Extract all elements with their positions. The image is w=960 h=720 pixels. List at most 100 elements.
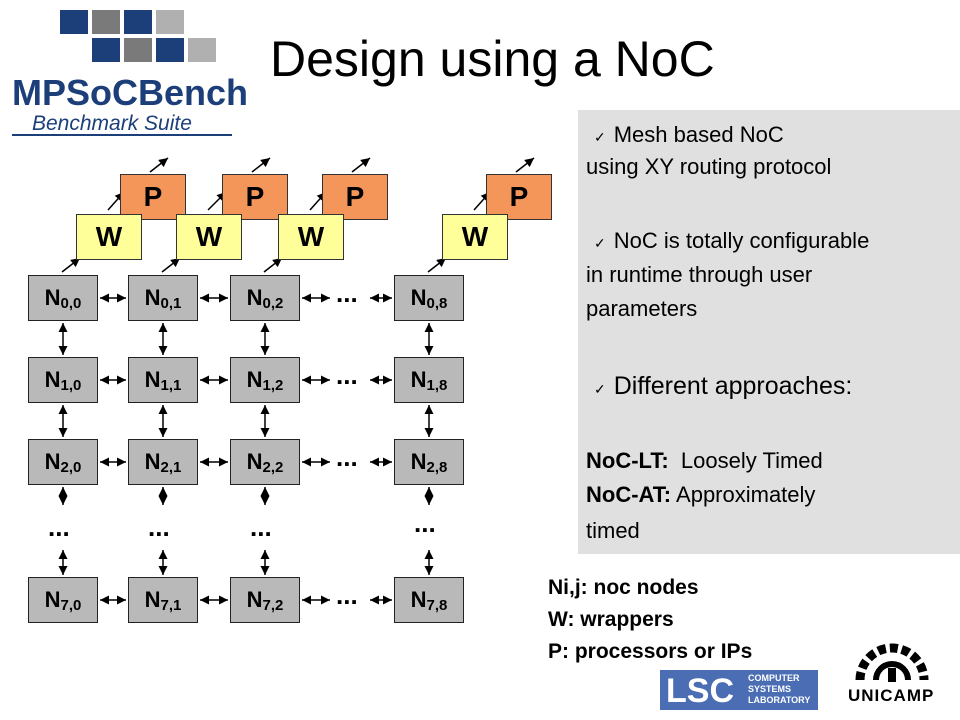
legend-nodes: Ni,j: noc nodes [548, 576, 699, 599]
row-ellipsis: ... [336, 442, 358, 472]
logo-square [156, 10, 184, 34]
noc-node-index: 7,1 [160, 596, 182, 614]
wrapper-box: W [442, 214, 508, 260]
noc-node-label: N [144, 285, 161, 310]
noc-node-label: N [246, 285, 263, 310]
lsc-line: COMPUTER [748, 673, 800, 683]
column-ellipsis: ... [250, 512, 272, 542]
column-ellipsis: ... [148, 512, 170, 542]
logo-square [156, 38, 184, 62]
wrapper-box: W [76, 214, 142, 260]
processor-box: P [322, 174, 388, 220]
noc-lt-text: Loosely Timed [680, 448, 823, 473]
node-wrapper-arrow [161, 257, 181, 273]
logo-square [92, 38, 120, 62]
noc-node-index: 0,1 [160, 294, 182, 312]
bullet-text: in runtime through user [586, 262, 813, 287]
logo-square [124, 38, 152, 62]
unicamp-emblem-icon [855, 643, 929, 682]
noc-node-label: N [144, 449, 161, 474]
slide-title: Design using a NoC [270, 31, 715, 87]
noc-node-label: N [410, 285, 427, 310]
lsc-logo: LSC COMPUTER SYSTEMS LABORATORY [660, 670, 818, 710]
bullet-mesh: ✓Mesh based NoC [594, 122, 784, 148]
bullet-approaches: ✓ Different approaches: [594, 372, 852, 401]
noc-node-index: 1,2 [262, 376, 284, 394]
processor-box: P [486, 174, 552, 220]
noc-node-label: N [410, 449, 427, 474]
noc-node-index: 1,1 [160, 376, 182, 394]
logo-square [60, 10, 88, 34]
mpsocbench-logo-subtitle: Benchmark Suite [32, 112, 192, 135]
noc-at-label: NoC-AT: [586, 482, 672, 507]
noc-node-label: N [246, 449, 263, 474]
check-icon: ✓ [594, 235, 606, 251]
lsc-line: SYSTEMS [748, 684, 792, 694]
noc-node-index: 2,0 [60, 458, 82, 476]
wrapper-box: W [176, 214, 242, 260]
noc-node-label: N [44, 285, 61, 310]
noc-node-index: 2,1 [160, 458, 182, 476]
noc-node-label: N [144, 367, 161, 392]
logo-square [92, 10, 120, 34]
noc-node-index: 7,2 [262, 596, 284, 614]
logo-square [188, 38, 216, 62]
bullet-text: parameters [586, 296, 698, 321]
info-panel: ✓Mesh based NoC using XY routing protoco… [578, 110, 960, 554]
lsc-line: LABORATORY [748, 695, 811, 705]
bullet-text: Different approaches: [613, 372, 853, 400]
processor-up-arrow [515, 157, 535, 173]
noc-node-label: N [144, 587, 161, 612]
mpsocbench-logo-squares [60, 10, 216, 68]
noc-node-label: N [44, 367, 61, 392]
noc-node-index: 2,8 [426, 458, 448, 476]
unicamp-logo-text: UNICAMP [848, 686, 935, 705]
lsc-logo-text: LSC [666, 672, 734, 710]
bullet-configurable: ✓ NoC is totally configurable [594, 228, 869, 254]
node-wrapper-arrow [427, 257, 447, 273]
mpsocbench-logo-text: MPSoCBench [12, 72, 249, 113]
processor-up-arrow [351, 157, 371, 173]
bullet-text: using XY routing protocol [586, 154, 832, 179]
logo-square [124, 10, 152, 34]
noc-node-index: 0,2 [262, 294, 284, 312]
noc-node-index: 1,8 [426, 376, 448, 394]
legend-wrappers: W: wrappers [548, 608, 674, 631]
wrapper-box: W [278, 214, 344, 260]
noc-node-label: N [410, 587, 427, 612]
noc-node-index: 0,0 [60, 294, 82, 312]
check-icon: ✓ [594, 381, 606, 397]
noc-at-text-cont: timed [586, 518, 640, 543]
row-ellipsis: ... [336, 580, 358, 610]
noc-node-index: 1,0 [60, 376, 82, 394]
noc-at-text: Approximately [676, 482, 816, 507]
processor-box: P [222, 174, 288, 220]
row-ellipsis: ... [336, 278, 358, 308]
bullet-text: NoC is totally configurable [613, 228, 870, 253]
noc-node-index: 0,8 [426, 294, 448, 312]
noc-lt-label: NoC-LT: [586, 448, 669, 473]
node-wrapper-arrow [263, 257, 283, 273]
legend-processors: P: processors or IPs [548, 640, 753, 663]
noc-node-index: 7,0 [60, 596, 82, 614]
logo-underline [12, 134, 232, 136]
noc-node-index: 2,2 [262, 458, 284, 476]
row-ellipsis: ... [336, 360, 358, 390]
noc-node-index: 7,8 [426, 596, 448, 614]
noc-node-label: N [410, 367, 427, 392]
